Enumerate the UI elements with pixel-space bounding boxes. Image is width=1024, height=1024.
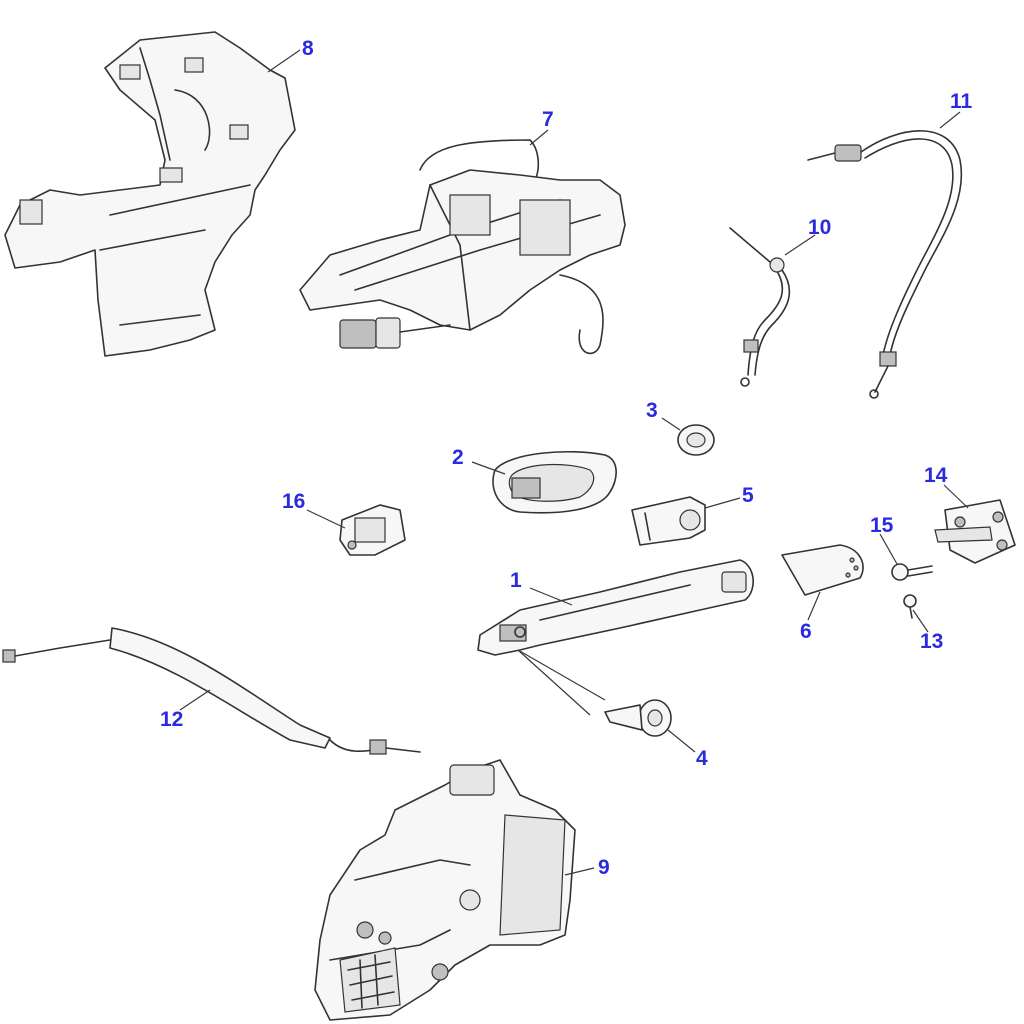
part-9-door-latch[interactable] [314, 759, 576, 1021]
leader-7 [529, 129, 549, 146]
leader-12 [179, 689, 211, 711]
part-4-bolt[interactable] [604, 699, 672, 737]
part-1-door-handle[interactable] [477, 559, 754, 656]
part-13-small-screw[interactable] [903, 594, 917, 619]
callout-7: 7 [542, 108, 554, 131]
part-8-bracket[interactable] [4, 31, 296, 357]
leader-5 [704, 497, 741, 509]
callout-8: 8 [302, 37, 314, 60]
callout-15: 15 [870, 514, 894, 537]
leader-lines [179, 49, 969, 876]
leader-1 [529, 587, 573, 606]
leader-4b [517, 649, 591, 716]
callout-6: 6 [800, 620, 812, 643]
callout-11: 11 [950, 90, 973, 113]
leader-13 [912, 609, 929, 633]
callout-10: 10 [808, 216, 831, 239]
leader-16 [306, 509, 346, 529]
leader-6 [807, 591, 821, 621]
callout-13: 13 [920, 630, 943, 653]
part-16-small-bezel[interactable] [339, 504, 406, 556]
part-3-grommet[interactable] [677, 424, 715, 456]
part-12-sleeved-cable[interactable] [2, 627, 421, 755]
callout-1: 1 [510, 569, 522, 592]
part-6-handle-cap[interactable] [781, 544, 864, 596]
callout-4: 4 [696, 747, 708, 770]
callout-12: 12 [160, 708, 183, 731]
part-15-screw[interactable] [891, 563, 933, 581]
leader-9 [564, 867, 595, 876]
leader-14 [943, 484, 969, 509]
callout-2: 2 [452, 446, 464, 469]
leader-3 [661, 417, 681, 431]
callout-16: 16 [282, 490, 305, 513]
part-7-regulator-assembly[interactable] [299, 139, 626, 355]
leader-2 [471, 461, 506, 475]
leader-8 [267, 49, 301, 73]
part-14-striker[interactable] [934, 499, 1016, 564]
part-10-short-cable[interactable] [729, 227, 791, 387]
leader-11 [939, 111, 961, 129]
callout-9: 9 [598, 856, 610, 879]
callout-5: 5 [742, 484, 754, 507]
callout-3: 3 [646, 399, 658, 422]
leader-10 [784, 234, 816, 256]
callout-14: 14 [924, 464, 948, 487]
part-5-end-cap[interactable] [631, 496, 706, 546]
leader-4 [667, 729, 696, 753]
part-11-long-cable[interactable] [807, 130, 963, 399]
leader-15 [879, 533, 898, 565]
leader-4a [517, 649, 606, 701]
part-2-handle-bezel[interactable] [492, 450, 617, 514]
callout-labels: 8 7 11 10 3 2 16 5 14 15 1 6 13 12 4 9 [160, 37, 973, 879]
